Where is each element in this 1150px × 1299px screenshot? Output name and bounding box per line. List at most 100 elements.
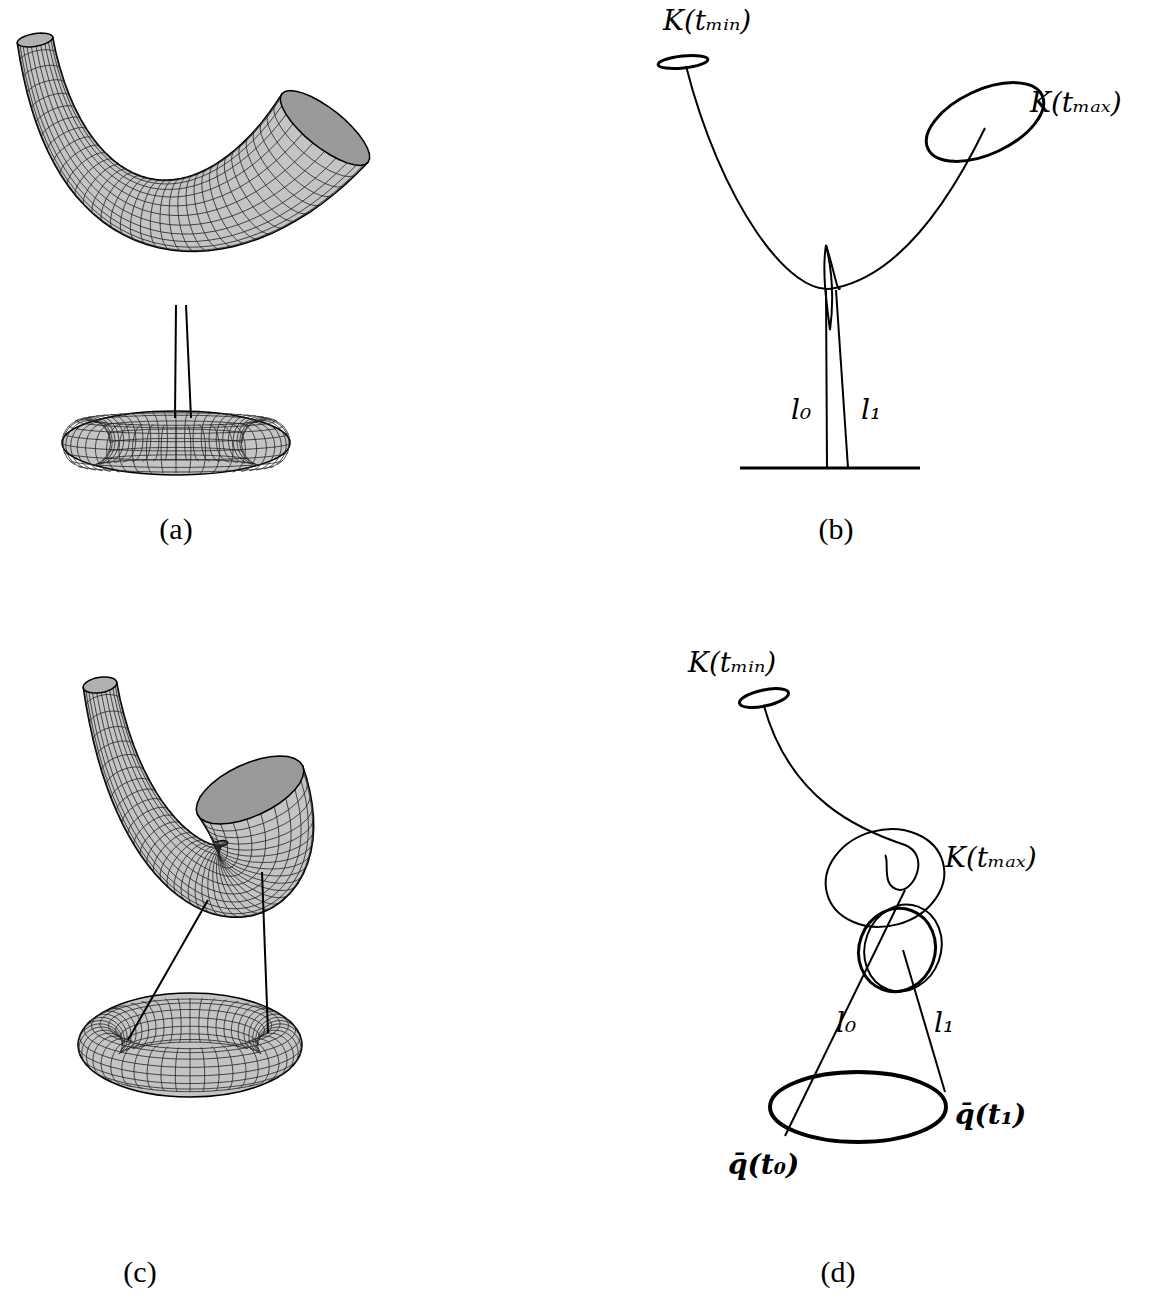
- grid-line: [75, 464, 77, 465]
- grid-line: [282, 457, 283, 459]
- grid-line: [94, 422, 96, 423]
- grid-line: [256, 418, 258, 419]
- grid-line: [258, 419, 260, 420]
- grid-line: [288, 444, 289, 445]
- grid-line: [211, 425, 212, 426]
- grid-line: [243, 471, 245, 472]
- grid-line: [127, 472, 128, 473]
- grid-line: [86, 440, 87, 442]
- grid-line: [149, 468, 150, 470]
- grid-line: [86, 453, 87, 455]
- grid-line: [123, 433, 124, 436]
- grid-line: [68, 455, 69, 457]
- grid-line: [68, 428, 70, 430]
- grid-line: [74, 426, 76, 428]
- grid-line: [278, 422, 280, 423]
- grid-line: [156, 457, 157, 458]
- grid-line: [264, 466, 266, 467]
- grid-line: [196, 416, 197, 417]
- grid-line: [70, 424, 72, 426]
- tube-surface: [17, 33, 369, 251]
- grid-line: [154, 460, 155, 461]
- grid-line: [286, 454, 287, 456]
- grid-line: [149, 431, 150, 433]
- grid-line: [107, 471, 109, 472]
- grid-line: [234, 462, 236, 463]
- grid-line: [279, 425, 281, 427]
- grid-line: [124, 461, 126, 462]
- grid-line: [252, 417, 254, 418]
- grid-line: [153, 413, 154, 414]
- grid-line: [144, 460, 145, 461]
- grid-line: [280, 424, 282, 426]
- sweep-curve: [764, 706, 918, 890]
- grid-line: [79, 420, 81, 421]
- grid-line: [285, 456, 286, 458]
- grid-line: [196, 417, 197, 419]
- grid-line: [224, 472, 225, 473]
- line-l0: [826, 290, 827, 468]
- grid-line: [277, 423, 279, 424]
- grid-line: [266, 440, 267, 442]
- grid-line: [280, 459, 282, 461]
- grid-line: [200, 425, 201, 426]
- grid-line: [99, 470, 101, 471]
- grid-line: [134, 436, 135, 438]
- grid-line: [203, 431, 204, 433]
- grid-line: [229, 445, 230, 447]
- grid-line: [65, 454, 66, 456]
- grid-line: [93, 467, 95, 468]
- section-ellipse: [815, 816, 956, 940]
- grid-line: [218, 462, 219, 464]
- grid-line: [151, 425, 152, 426]
- section-ellipse: [914, 66, 1055, 177]
- grid-line: [140, 425, 141, 426]
- grid-line: [129, 445, 130, 447]
- grid-line: [68, 458, 70, 460]
- torus-surface: [62, 411, 290, 475]
- grid-line: [272, 423, 274, 424]
- grid-line: [283, 428, 285, 430]
- grid-line: [82, 421, 84, 422]
- grid-line: [226, 461, 228, 462]
- grid-line: [73, 423, 75, 424]
- grid-line: [197, 414, 198, 415]
- grid-line: [285, 430, 286, 432]
- grid-line: [129, 425, 130, 426]
- grid-line: [134, 462, 135, 464]
- grid-line: [229, 433, 230, 436]
- section-ellipse: [847, 898, 947, 1003]
- grid-line: [276, 460, 278, 462]
- grid-line: [150, 428, 151, 429]
- grid-line: [283, 458, 285, 460]
- grid-line: [270, 465, 272, 466]
- grid-line: [107, 416, 109, 417]
- panel-b: [658, 53, 1056, 468]
- grid-line: [287, 431, 288, 433]
- grid-line: [75, 422, 77, 423]
- base-ellipse: [770, 1072, 946, 1142]
- grid-line: [117, 471, 119, 472]
- generated-surfaces: [17, 33, 369, 1097]
- grid-line: [155, 416, 156, 417]
- sweep-curve: [686, 66, 985, 289]
- thin-loop: [826, 245, 840, 289]
- grid-line: [116, 462, 118, 463]
- grid-line: [198, 413, 199, 414]
- grid-line: [270, 420, 272, 421]
- grid-line: [143, 414, 144, 415]
- grid-line: [92, 419, 94, 420]
- grid-line: [196, 457, 197, 458]
- grid-line: [132, 414, 133, 415]
- grid-line: [197, 460, 198, 461]
- grid-line: [114, 415, 116, 416]
- grid-line: [66, 430, 67, 432]
- grid-line: [118, 424, 120, 425]
- grid-line: [257, 467, 259, 468]
- grid-line: [236, 415, 238, 416]
- grid-line: [272, 464, 274, 466]
- grid-line: [86, 466, 88, 467]
- grid-line: [222, 425, 223, 426]
- grid-line: [249, 423, 251, 424]
- grid-line: [102, 417, 104, 418]
